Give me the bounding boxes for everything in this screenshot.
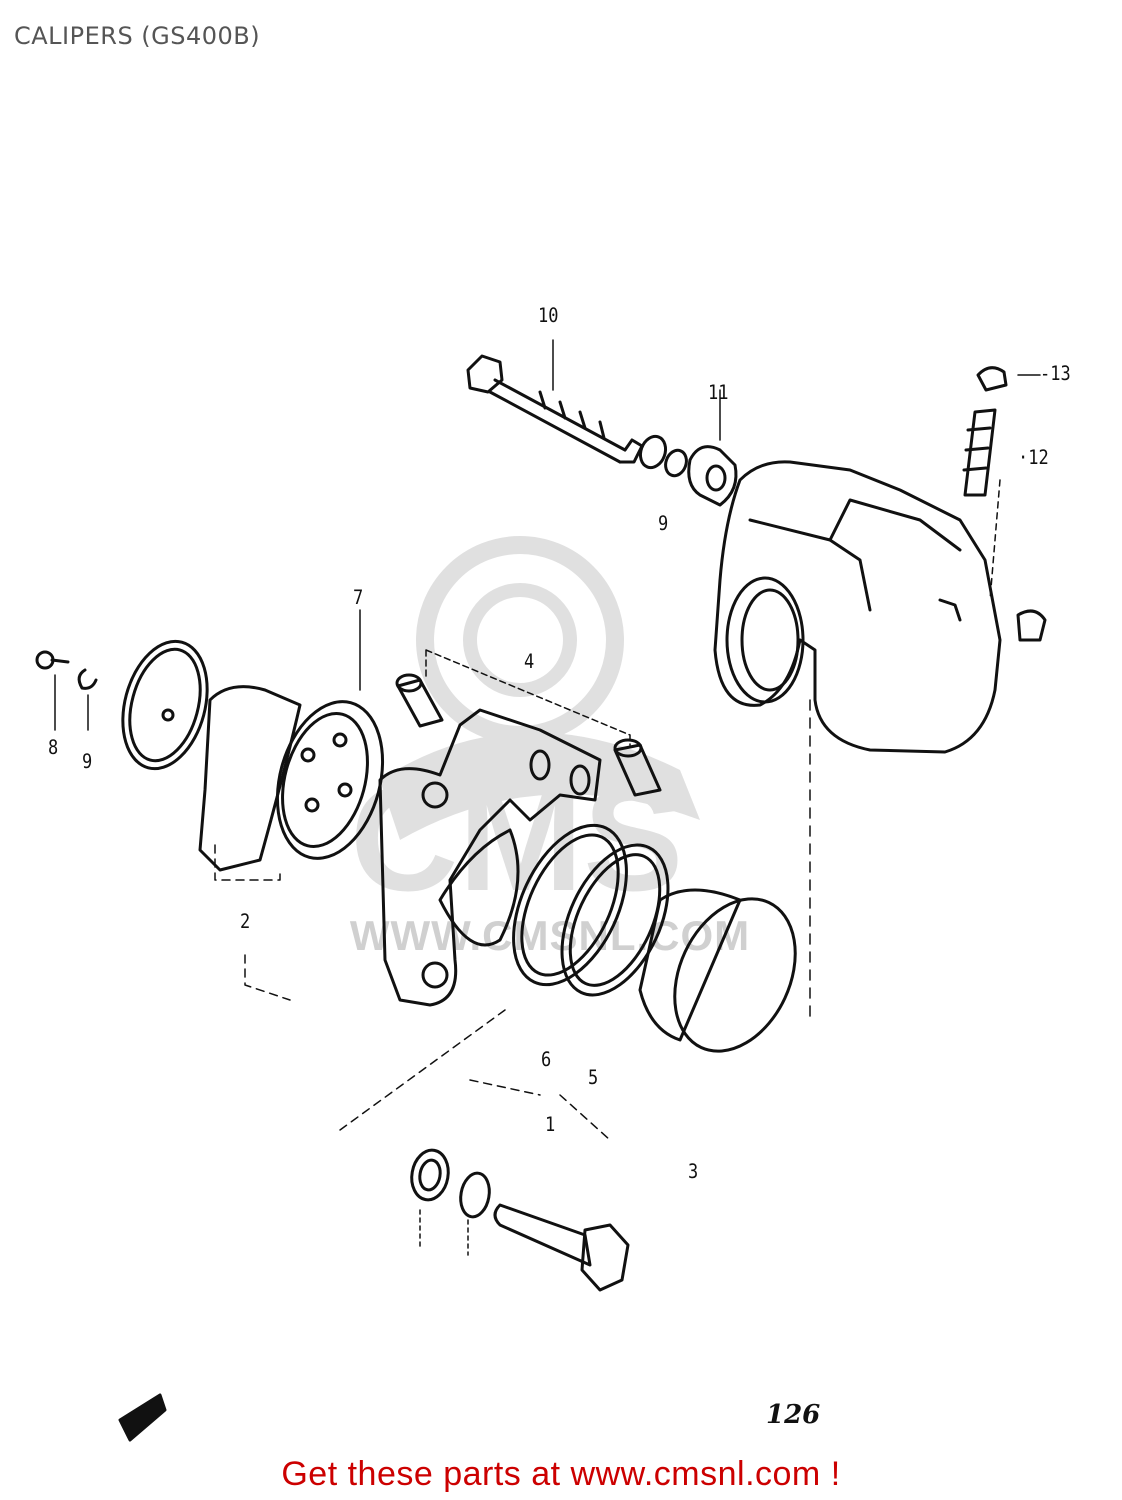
callout-label: 11 [708, 381, 729, 405]
watermark-text: WWW.CMSNL.COM [349, 912, 751, 959]
callout-label: 10 [538, 304, 559, 328]
page-title: CALIPERS (GS400B) [14, 22, 261, 50]
piston-5 [638, 888, 797, 1053]
callout-label: ·12 [1018, 446, 1049, 470]
washer-9-upper [638, 434, 688, 478]
sleeve-4-right [613, 738, 662, 797]
caliper-bolt-10 [466, 354, 644, 464]
page-number: 126 [766, 1400, 821, 1430]
callout-label: 9 [82, 750, 93, 774]
piston-boot [121, 639, 209, 771]
lower-washer [410, 1148, 450, 1202]
callout-label: 6 [541, 1048, 552, 1072]
sleeve-4-left [395, 673, 444, 728]
callout-label: 1 [545, 1113, 556, 1137]
lower-bolt [493, 1203, 630, 1292]
lower-lock-washer [459, 1171, 491, 1219]
piston-seal [512, 823, 670, 997]
bleeder-valve-12 [962, 366, 1041, 497]
brake-pad-2 [198, 685, 385, 872]
clip-9 [77, 668, 98, 690]
callout-label: 7 [353, 586, 364, 610]
callout-label: 4 [524, 650, 535, 674]
screw-8 [35, 650, 70, 670]
spacer-11 [687, 445, 738, 507]
callout-label: -13 [1040, 362, 1071, 386]
caliper-body [713, 460, 1047, 754]
cta-link[interactable]: Get these parts at www.cmsnl.com ! [281, 1455, 841, 1493]
callout-label: 5 [588, 1066, 599, 1090]
callout-label: 3 [688, 1160, 699, 1184]
caliper-bracket-7 [378, 708, 602, 1007]
callout-label: 2 [240, 910, 251, 934]
callout-label: 9 [658, 512, 669, 536]
callout-label: 8 [48, 736, 59, 760]
